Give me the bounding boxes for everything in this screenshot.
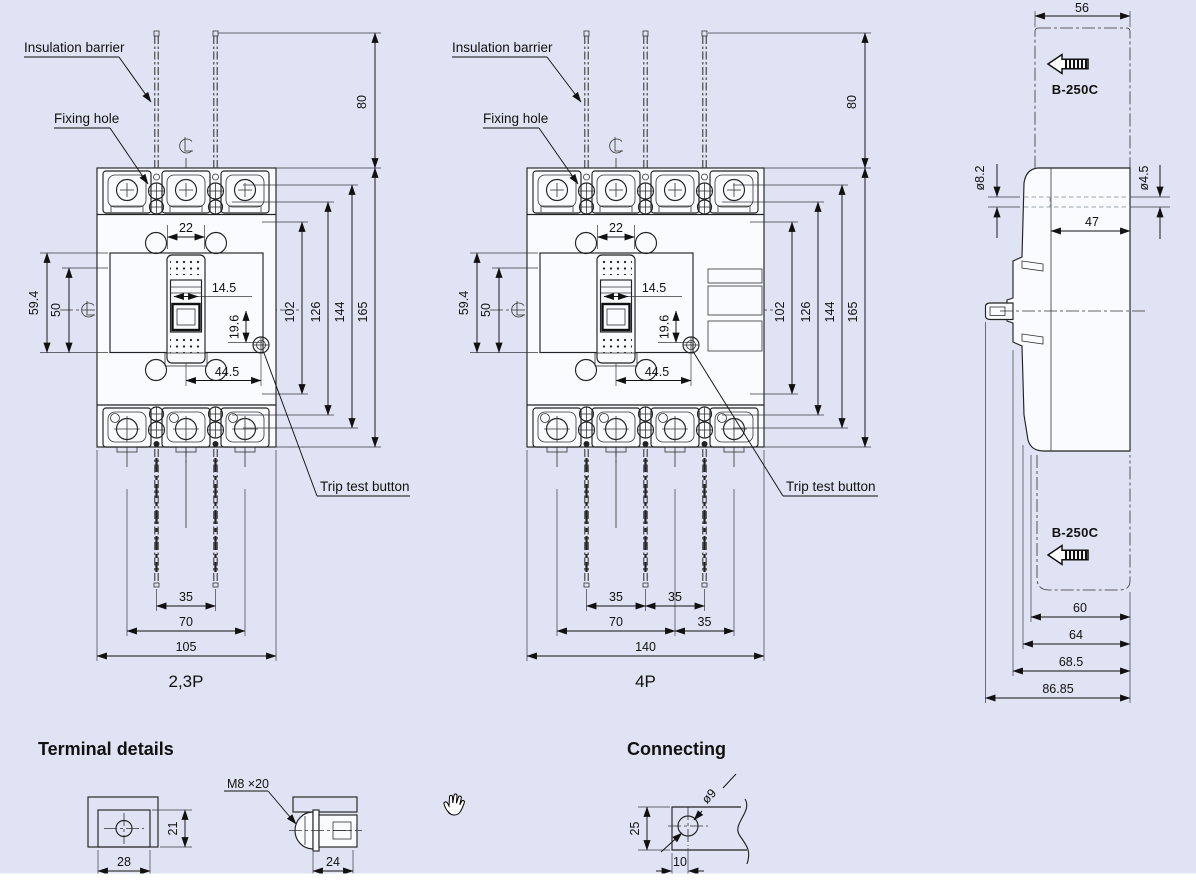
dim-70: 70 [179,615,193,629]
insulation-barrier-label: Insulation barrier [452,40,553,55]
dim-44-5: 44.5 [645,365,669,379]
hand-cursor-icon [443,793,465,816]
dim-165: 165 [356,302,370,323]
dim-68-5: 68.5 [1059,655,1083,669]
dim-44-5: 44.5 [215,365,239,379]
bottom-strip [0,873,1196,880]
dim-35: 35 [179,590,193,604]
dim-19-6: 19.6 [228,315,242,339]
dim-165: 165 [846,302,860,323]
connecting-bar-figure [668,798,750,865]
bolt-spec-label: M8 ×20 [227,777,269,791]
cover-model-label: B-250C [1052,82,1099,97]
dim-126: 126 [799,302,813,323]
dim-80: 80 [355,95,369,109]
dim-144: 144 [823,302,837,323]
trip-test-button-label: Trip test button [320,479,410,494]
front-view-4p: 22 14.5 19.6 44.5 59.4 50 102 126 144 16… [452,30,878,691]
dim-102: 102 [773,302,787,323]
insulation-barrier-label: Insulation barrier [24,40,125,55]
connecting-title: Connecting [627,739,726,759]
dim-35: 35 [668,590,682,604]
dim-24: 24 [326,855,340,869]
dim-21: 21 [166,822,180,836]
caption-4p: 4P [635,672,656,691]
connecting-section: Connecting 25 10 ø9 [627,739,750,877]
dim-86-85: 86.85 [1042,682,1073,696]
terminal-bolt-figure [289,796,362,852]
dim-105: 105 [176,640,197,654]
fixing-hole-label: Fixing hole [54,111,119,126]
dim-126: 126 [309,302,323,323]
fixing-hole-label: Fixing hole [483,111,548,126]
dim-47: 47 [1085,215,1099,229]
trip-test-button-label: Trip test button [786,479,876,494]
breaker-side-profile [1006,167,1131,452]
terminal-details-title: Terminal details [38,739,174,759]
dim-14-5: 14.5 [642,281,666,295]
dim-front-hole: ø8.2 [973,165,987,190]
dim-50: 50 [479,303,493,317]
terminal-details-section: Terminal details 21 28 M8 ×20 24 [38,739,362,877]
dim-rear-hole: ø4.5 [1137,165,1151,190]
dim-70: 70 [609,615,623,629]
dim-64: 64 [1069,628,1083,642]
front-view-23p: 22 14.5 19.6 44.5 59.4 50 102 126 144 16… [24,30,410,691]
dim-144: 144 [333,302,347,323]
dim-35: 35 [609,590,623,604]
dim-19-6: 19.6 [658,315,672,339]
trip-test-button [682,336,700,354]
dim-50: 50 [49,303,63,317]
caption-23p: 2,3P [169,672,204,691]
dim-59-4: 59.4 [27,291,41,315]
dim-35: 35 [698,615,712,629]
cover-model-label: B-250C [1052,525,1099,540]
dim-10: 10 [673,855,687,869]
dim-80: 80 [845,95,859,109]
dim-60: 60 [1073,601,1087,615]
dim-102: 102 [283,302,297,323]
dim-22: 22 [609,221,623,235]
dim-56: 56 [1075,1,1089,15]
dim-14-5: 14.5 [212,281,236,295]
terminal-front-figure [87,796,159,848]
dim-25: 25 [628,822,642,836]
side-view: 56 B-250C ø8.2 ø4.5 47 B-250C [973,1,1170,703]
dim-22: 22 [179,221,193,235]
terminal-cover-outline-bottom [1036,455,1131,591]
dim-59-4: 59.4 [457,291,471,315]
trip-test-button [252,336,270,354]
dim-28: 28 [117,855,131,869]
dim-140: 140 [635,640,656,654]
